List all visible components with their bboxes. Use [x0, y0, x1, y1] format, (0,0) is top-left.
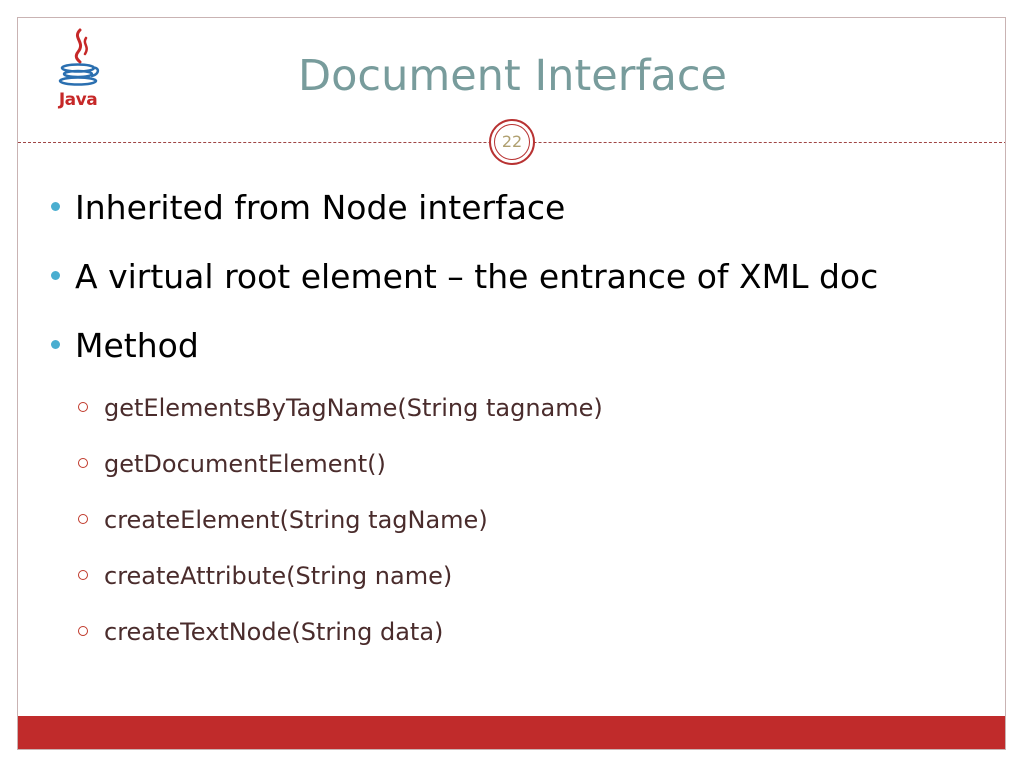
method-text: createElement(String tagName) — [104, 506, 488, 534]
method-text: getElementsByTagName(String tagname) — [104, 394, 603, 422]
bullet-text: Method — [75, 326, 199, 365]
method-item: getDocumentElement() — [78, 448, 386, 480]
sub-bullet-ring-icon — [78, 402, 88, 412]
sub-bullet-ring-icon — [78, 458, 88, 468]
slide: Java Document Interface 22 Inherited fro… — [17, 17, 1006, 750]
java-coffee-cup-icon — [58, 28, 100, 86]
page-number: 22 — [494, 124, 530, 160]
java-logo: Java — [52, 28, 104, 114]
method-text: createTextNode(String data) — [104, 618, 444, 646]
bullet-text: A virtual root element – the entrance of… — [75, 257, 879, 296]
java-logo-text: Java — [58, 90, 98, 110]
slide-title: Document Interface — [298, 51, 727, 101]
bullet-dot-icon — [51, 271, 60, 280]
sub-bullet-ring-icon — [78, 626, 88, 636]
method-text: createAttribute(String name) — [104, 562, 453, 590]
sub-bullet-ring-icon — [78, 514, 88, 524]
bullet-item: A virtual root element – the entrance of… — [51, 257, 878, 297]
sub-bullet-ring-icon — [78, 570, 88, 580]
method-item: createTextNode(String data) — [78, 616, 443, 648]
bullet-text: Inherited from Node interface — [75, 188, 566, 227]
method-item: createAttribute(String name) — [78, 560, 452, 592]
bullet-dot-icon — [51, 340, 60, 349]
method-item: getElementsByTagName(String tagname) — [78, 392, 603, 424]
method-item: createElement(String tagName) — [78, 504, 488, 536]
footer-bar — [18, 716, 1005, 749]
bullet-dot-icon — [51, 202, 60, 211]
page-number-badge: 22 — [489, 119, 535, 165]
bullet-item: Method — [51, 326, 199, 366]
bullet-item: Inherited from Node interface — [51, 188, 565, 228]
method-text: getDocumentElement() — [104, 450, 386, 478]
